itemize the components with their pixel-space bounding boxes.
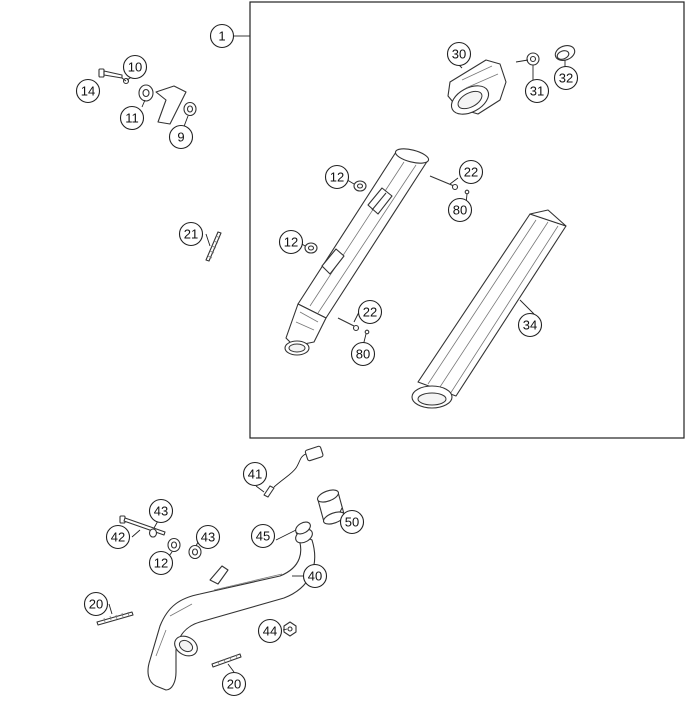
svg-text:44: 44: [263, 624, 277, 639]
spring-part-20-left: [96, 611, 134, 626]
callout-50: 50: [339, 509, 365, 535]
bushing-part-12-upper: [353, 180, 367, 192]
screw-part-22-lower: [337, 317, 370, 335]
callout-42: 42: [105, 524, 131, 550]
svg-text:42: 42: [111, 530, 125, 545]
svg-text:45: 45: [256, 529, 270, 544]
rubber-part-11: [138, 84, 154, 102]
svg-text:34: 34: [523, 318, 537, 333]
svg-text:20: 20: [89, 597, 103, 612]
bushing-part-12-pipe: [167, 537, 181, 553]
callout-22-upper: 22: [458, 159, 484, 185]
svg-text:11: 11: [125, 111, 139, 126]
callout-80-lower: 80: [350, 341, 376, 367]
callout-9: 9: [168, 124, 194, 150]
callout-34: 34: [517, 312, 543, 338]
callout-40: 40: [302, 563, 328, 589]
callout-44: 44: [257, 618, 283, 644]
sensor-part-41: [263, 445, 324, 498]
grommet-part-9: [183, 101, 197, 117]
svg-text:30: 30: [452, 47, 466, 62]
svg-text:22: 22: [464, 165, 478, 180]
callout-45: 45: [250, 523, 276, 549]
svg-text:12: 12: [154, 556, 168, 571]
callout-10: 10: [122, 54, 148, 80]
callout-30: 30: [446, 41, 472, 67]
nut-part-44: [283, 621, 297, 637]
svg-text:80: 80: [453, 203, 467, 218]
callout-31: 31: [524, 78, 550, 104]
svg-text:12: 12: [284, 235, 298, 250]
callout-41: 41: [242, 461, 268, 487]
bushing-part-12-lower: [304, 242, 318, 254]
plug-part-32: [554, 45, 576, 61]
svg-text:10: 10: [128, 60, 142, 75]
callout-12-lower: 12: [278, 229, 304, 255]
svg-text:32: 32: [559, 71, 573, 86]
svg-text:22: 22: [363, 305, 377, 320]
svg-text:41: 41: [248, 467, 262, 482]
silencer-part-34: [411, 209, 567, 409]
callout-21: 21: [178, 221, 204, 247]
header-pipe-part-40: [147, 528, 316, 691]
svg-text:9: 9: [177, 130, 184, 145]
clamp-part-45: [295, 521, 311, 535]
callout-43-upper: 43: [148, 498, 174, 524]
nut-part-31: [526, 52, 540, 66]
svg-text:43: 43: [154, 504, 168, 519]
callout-12-pipe: 12: [148, 550, 174, 576]
bracket-group: [98, 68, 197, 125]
svg-text:43: 43: [201, 530, 215, 545]
end-cap-part-30: [447, 59, 507, 115]
washer-part-43-b: [188, 544, 202, 560]
callout-11: 11: [119, 105, 145, 131]
svg-text:80: 80: [356, 347, 370, 362]
svg-text:12: 12: [330, 170, 344, 185]
callout-22-lower: 22: [357, 299, 383, 325]
bracket-part: [155, 85, 187, 125]
svg-text:20: 20: [227, 677, 241, 692]
svg-text:50: 50: [345, 515, 359, 530]
callout-20-left: 20: [83, 591, 109, 617]
sleeve-part-50: [316, 489, 346, 525]
callout-43-lower: 43: [195, 524, 221, 550]
spring-part-21: [205, 231, 222, 262]
bolt-part-14: [98, 68, 123, 79]
screw-part-22-upper: [429, 175, 470, 195]
svg-text:40: 40: [308, 569, 322, 584]
silencer-body: [284, 148, 430, 356]
callout-32: 32: [553, 65, 579, 91]
callout-1: 1: [209, 23, 235, 49]
svg-text:1: 1: [218, 29, 225, 44]
svg-text:21: 21: [184, 227, 198, 242]
washer-part-43-a: [148, 528, 158, 538]
callout-12-upper: 12: [324, 164, 350, 190]
silencer-assembly-frame: [249, 1, 685, 439]
svg-text:14: 14: [81, 84, 95, 99]
callout-80-upper: 80: [447, 197, 473, 223]
svg-text:31: 31: [530, 84, 544, 99]
callout-14: 14: [75, 78, 101, 104]
spring-part-20-right: [211, 653, 242, 668]
callout-20-right: 20: [221, 671, 247, 697]
